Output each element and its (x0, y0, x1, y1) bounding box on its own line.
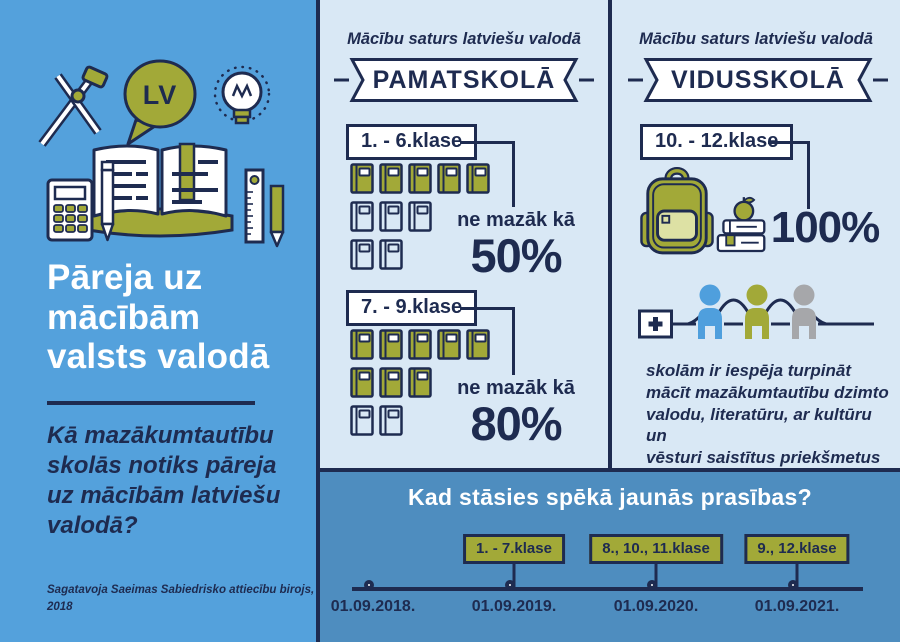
banner-ribbon: VIDUSSKOLĀ (626, 57, 890, 103)
book-filled-icon (408, 329, 432, 360)
sidebar-question: Kā mazākumtautību skolās notiks pāreja u… (47, 422, 281, 539)
banner-label: PAMATSKOLĀ (372, 66, 556, 94)
compass-icon (38, 65, 109, 147)
book-filled-icon (437, 329, 461, 360)
timeline-event-box: 1. - 7.klase (463, 534, 565, 564)
panel-header: Mācību saturs latviešu valodā (639, 30, 873, 48)
sidebar-divider (47, 401, 255, 405)
student-figure-gray (792, 284, 816, 339)
timeline-stem (654, 564, 658, 589)
percent-value: 80% (470, 397, 562, 450)
timeline-event-box: 8., 10., 11.klase (589, 534, 723, 564)
connector (768, 141, 810, 144)
qualifier-label: ne mazāk kā (457, 209, 575, 231)
book-filled-icon (350, 329, 374, 360)
percent-value: 50% (470, 229, 562, 282)
panel-note: skolām ir iespēja turpināt mācīt mazākum… (646, 361, 889, 467)
book-filled-icon (466, 329, 490, 360)
lv-badge-text: LV (143, 80, 178, 110)
banner-label: VIDUSSKOLĀ (671, 66, 845, 94)
lightbulb-icon (213, 65, 271, 125)
timeline-stem (512, 564, 516, 589)
grade-box: 10. - 12.klase (640, 124, 794, 160)
timeline-title: Kad stāsies spēkā jaunās prasības? (408, 484, 812, 510)
timeline-dot (788, 580, 798, 590)
sidebar-credit: Sagatavoja Saeimas Sabiedrisko attiecību… (47, 584, 315, 614)
ribbon-icon (628, 58, 888, 102)
book-outline-icon (379, 201, 403, 232)
timeline-dot (647, 580, 657, 590)
plus-box-icon (638, 309, 673, 339)
timeline-dot (505, 580, 515, 590)
books-pictogram (350, 329, 490, 441)
timeline-date: 01.09.2020. (613, 598, 699, 615)
book-filled-icon (379, 329, 403, 360)
school-supplies-illustration: LV (38, 59, 285, 248)
qualifier-label: ne mazāk kā (457, 377, 575, 399)
pencil-icon (100, 160, 115, 242)
banner-ribbon: PAMATSKOLĀ (332, 57, 596, 103)
main-area: Mācību saturs latviešu valodā PAMATSKOLĀ… (316, 0, 900, 642)
timeline-dot (364, 580, 374, 590)
connector (460, 307, 515, 310)
connector (807, 141, 810, 209)
percent-block: ne mazāk kā 80% (436, 377, 596, 447)
backpack-icon (640, 166, 714, 255)
calculator-icon (46, 178, 94, 242)
timeline-event-box: 9., 12.klase (744, 534, 850, 564)
book-filled-icon (437, 163, 461, 194)
students-holding-hands-icon (638, 284, 874, 339)
book-filled-icon (350, 163, 374, 194)
student-figure-blue (698, 284, 722, 339)
panel-header: Mācību saturs latviešu valodā (347, 30, 581, 48)
percent-block: 100% (760, 206, 890, 250)
timeline-date: 01.09.2019. (471, 598, 557, 615)
book-outline-icon (350, 239, 374, 270)
lv-speech-bubble: LV (123, 59, 197, 146)
book-outline-icon (379, 239, 403, 270)
ruler-icon (244, 168, 265, 244)
percent-value: 100% (770, 203, 881, 252)
book-outline-icon (408, 201, 432, 232)
secondary-school-panel: Mācību saturs latviešu valodā VIDUSSKOLĀ… (608, 0, 900, 468)
book-filled-icon (379, 163, 403, 194)
connector (512, 141, 515, 207)
sidebar-title: Pāreja uz mācībām valsts valodā (47, 258, 270, 377)
percent-block: ne mazāk kā 50% (436, 209, 596, 279)
book-outline-icon (350, 201, 374, 232)
primary-school-panel: Mācību saturs latviešu valodā PAMATSKOLĀ… (320, 0, 608, 468)
book-outline-icon (379, 405, 403, 436)
book-filled-icon (350, 367, 374, 398)
timeline-date: 01.09.2018. (330, 598, 416, 615)
grade-box: 7. - 9.klase (346, 290, 478, 326)
timeline-panel: Kad stāsies spēkā jaunās prasības? 01.09… (320, 468, 900, 642)
timeline-date: 01.09.2021. (754, 598, 840, 615)
connector (460, 141, 515, 144)
book-filled-icon (466, 163, 490, 194)
timeline-line (352, 587, 863, 591)
books-pictogram (350, 163, 490, 275)
book-filled-icon (408, 367, 432, 398)
connector (512, 307, 515, 375)
grade-box: 1. - 6.klase (346, 124, 478, 160)
book-filled-icon (408, 163, 432, 194)
book-filled-icon (379, 367, 403, 398)
student-figure-olive (745, 284, 769, 339)
book-outline-icon (350, 405, 374, 436)
top-row: Mācību saturs latviešu valodā PAMATSKOLĀ… (320, 0, 900, 468)
timeline-stem (795, 564, 799, 589)
apple-books-icon (716, 196, 766, 253)
ribbon-icon (334, 58, 594, 102)
sidebar: LV (0, 0, 316, 642)
green-pencil-icon (269, 184, 285, 248)
